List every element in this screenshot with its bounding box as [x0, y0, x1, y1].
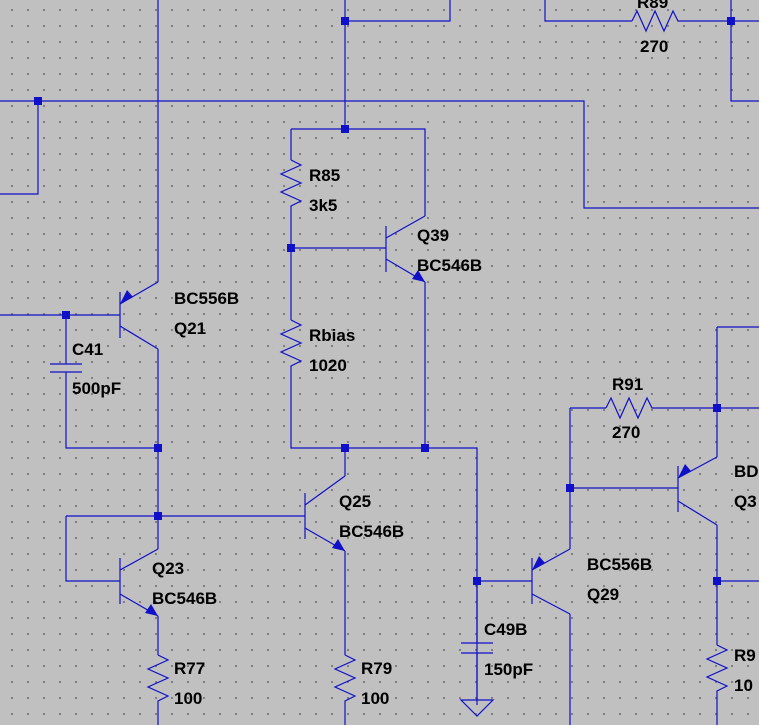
c49b-value: 150pF — [484, 660, 533, 679]
transistor-q39[interactable] — [385, 215, 426, 283]
r91-name: R91 — [612, 375, 643, 394]
r77-name: R77 — [174, 659, 205, 678]
c41-value: 500pF — [72, 379, 121, 398]
q23-name: Q23 — [152, 559, 184, 578]
ground-symbol — [459, 699, 495, 717]
q21-name: Q21 — [174, 319, 206, 338]
capacitor-c49b[interactable] — [461, 642, 493, 654]
r79-name: R79 — [361, 659, 392, 678]
resistor-r91[interactable] — [605, 396, 657, 420]
q23-value: BC546B — [152, 589, 217, 608]
resistor-r97[interactable] — [705, 644, 729, 725]
resistor-rbias[interactable] — [279, 319, 303, 376]
transistor-q25[interactable] — [304, 475, 346, 552]
transistor-q29[interactable] — [531, 548, 571, 615]
r79-value: 100 — [361, 689, 389, 708]
c49b-name: C49B — [484, 620, 527, 639]
r89-name: R89 — [637, 0, 668, 12]
rbias-value: 1020 — [309, 356, 347, 375]
q35-value: BD — [734, 462, 759, 481]
r85-name: R85 — [309, 166, 340, 185]
q39-value: BC546B — [417, 256, 482, 275]
resistor-r79[interactable] — [333, 654, 357, 725]
q21-value: BC556B — [174, 289, 239, 308]
junctions — [34, 17, 735, 585]
q35-name: Q3 — [734, 492, 757, 511]
r91-value: 270 — [612, 423, 640, 442]
resistor-r77[interactable] — [146, 654, 170, 725]
capacitor-c41[interactable] — [50, 363, 82, 373]
r89-value: 270 — [640, 37, 668, 56]
transistor-q35[interactable] — [677, 456, 718, 526]
transistor-q21[interactable] — [119, 281, 159, 350]
r77-value: 100 — [174, 689, 202, 708]
q25-name: Q25 — [339, 492, 371, 511]
r97-value: 10 — [734, 676, 753, 695]
transistor-q23[interactable] — [119, 548, 159, 617]
resistor-r85[interactable] — [279, 159, 303, 212]
q25-value: BC546B — [339, 522, 404, 541]
r97-name: R9 — [734, 646, 756, 665]
q39-name: Q39 — [417, 226, 449, 245]
labels: R89 270 R85 3k5 Q39 BC546B BC556B Q21 C4… — [72, 0, 759, 708]
q29-value: BC556B — [587, 555, 652, 574]
resistor-r89[interactable] — [631, 9, 683, 33]
rbias-name: Rbias — [309, 326, 355, 345]
r85-value: 3k5 — [309, 196, 337, 215]
c41-name: C41 — [72, 340, 103, 359]
q29-name: Q29 — [587, 585, 619, 604]
